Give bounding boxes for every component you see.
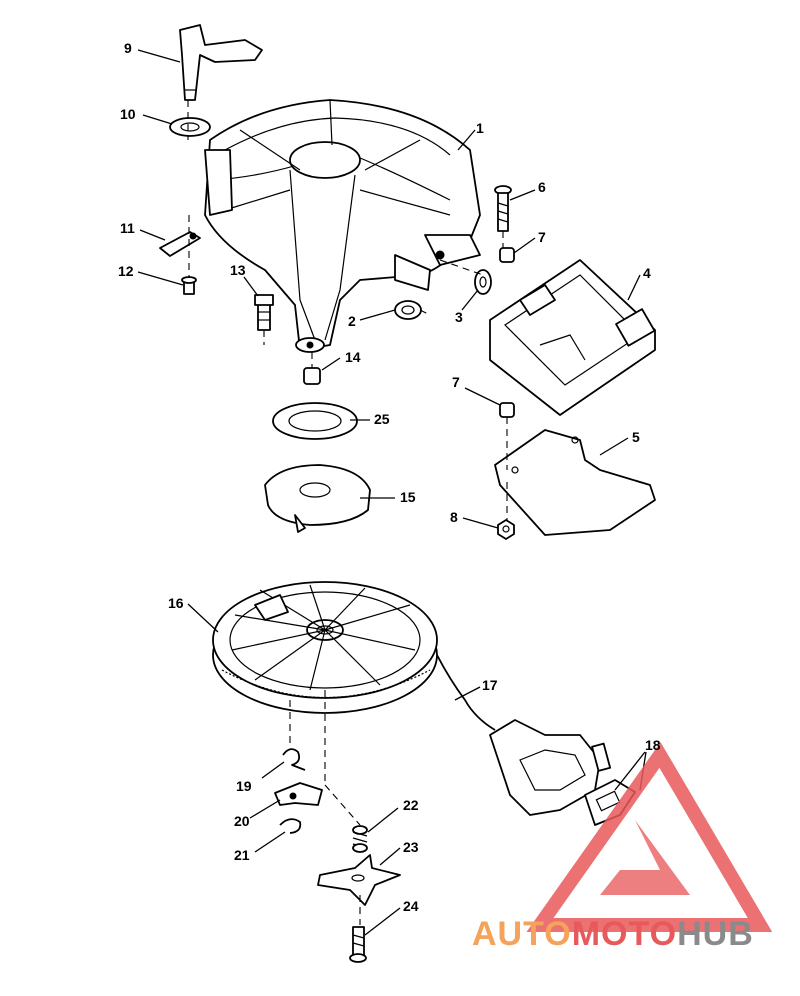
label-21: 21 (234, 847, 250, 863)
lever-part-9 (179, 24, 263, 101)
watermark-logo (526, 742, 773, 932)
label-24: 24 (403, 898, 419, 914)
label-6: 6 (538, 179, 546, 195)
plate-part-23 (317, 854, 401, 906)
rope-part-17 (436, 654, 496, 731)
label-14: 14 (345, 349, 361, 365)
label-20: 20 (234, 813, 250, 829)
screw-part-6 (494, 185, 512, 232)
screw-part-12 (181, 276, 197, 295)
label-17: 17 (482, 677, 498, 693)
assembly-lines (187, 100, 508, 925)
label-22: 22 (403, 797, 419, 813)
watermark-text: AUTOMOTOHUB (472, 915, 754, 953)
label-19: 19 (236, 778, 252, 794)
link-part-11 (159, 231, 201, 257)
label-10: 10 (120, 106, 136, 122)
spacer-part-14 (303, 367, 321, 385)
watermark-triangle (526, 742, 773, 932)
bolt-part-24 (349, 926, 367, 963)
callout-labels: 9 10 11 12 13 1 6 7 4 2 3 14 7 25 5 15 8… (118, 40, 661, 914)
label-5: 5 (632, 429, 640, 445)
label-15: 15 (400, 489, 416, 505)
spring-part-22 (352, 825, 368, 853)
label-3: 3 (455, 309, 463, 325)
label-4: 4 (643, 265, 651, 281)
nut-part-8 (497, 519, 515, 540)
bolt-part-13 (254, 294, 274, 331)
watermark-inner-shape (600, 820, 690, 895)
starter-handle (489, 719, 612, 816)
label-11: 11 (120, 220, 135, 236)
spring-part-19 (282, 748, 306, 771)
pawl-part-20 (274, 782, 323, 806)
label-25: 25 (374, 411, 390, 427)
spring-housing-part-15 (264, 464, 371, 533)
label-7-lower: 7 (452, 374, 460, 390)
label-1: 1 (476, 120, 484, 136)
label-18: 18 (645, 737, 661, 753)
label-12: 12 (118, 263, 134, 279)
label-7-upper: 7 (538, 229, 546, 245)
label-13: 13 (230, 262, 246, 278)
starter-housing (204, 99, 481, 353)
watermark-text-moto: MOTO (572, 915, 677, 953)
bushing-part-2 (394, 300, 422, 320)
watermark-text-auto: AUTO (472, 915, 572, 953)
washer-part-25 (272, 402, 358, 440)
label-2: 2 (348, 313, 356, 329)
rewind-pulley-part-16 (212, 581, 438, 714)
cover-part-4 (489, 259, 656, 416)
label-9: 9 (124, 40, 132, 56)
clip-part-21 (279, 818, 302, 834)
label-8: 8 (450, 509, 458, 525)
plate-part-5 (494, 429, 656, 536)
spacer-part-7-lower (499, 402, 515, 418)
watermark-text-hub: HUB (677, 915, 754, 953)
washer-part-3 (474, 269, 492, 295)
spacer-part-7-upper (499, 247, 515, 263)
label-23: 23 (403, 839, 419, 855)
washer-part-10 (169, 117, 211, 137)
label-16: 16 (168, 595, 184, 611)
